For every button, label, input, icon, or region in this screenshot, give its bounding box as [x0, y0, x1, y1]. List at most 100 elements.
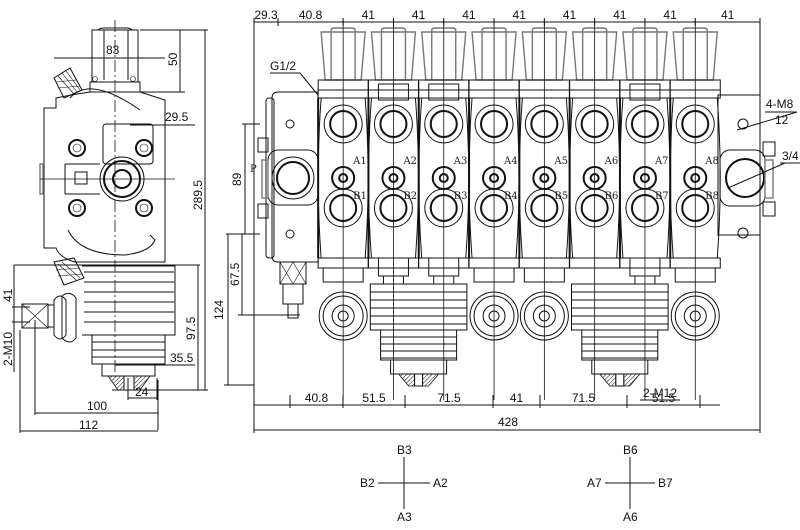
- joystick-bellows-2: [571, 283, 669, 387]
- knob-center: [689, 310, 701, 322]
- bellows-lower: [581, 329, 659, 361]
- mount-depth-label: 12: [775, 113, 789, 127]
- port-label-b: B6: [605, 191, 619, 202]
- knob-center: [337, 310, 349, 322]
- dim-97-5: 97.5: [184, 316, 198, 340]
- port-label-a: A3: [453, 156, 468, 167]
- port-label-a: A8: [704, 156, 719, 167]
- bottom-dim-4: 41: [510, 391, 524, 405]
- pilot-fitting-top: [428, 83, 460, 101]
- joystick-bellows-1: [369, 283, 468, 387]
- dim-35-5: 35.5: [170, 351, 194, 365]
- dim-83: 83: [106, 43, 120, 57]
- joystick-shaft: [414, 373, 424, 387]
- knob-inner: [532, 304, 556, 328]
- dim-289-5: 289.5: [191, 180, 205, 210]
- knob-ring: [674, 295, 716, 337]
- top-dim-8: 41: [613, 8, 627, 22]
- top-dim-10: 41: [721, 8, 735, 22]
- bellows-lower: [380, 329, 458, 361]
- top-dim-4: 41: [412, 8, 426, 22]
- pilot-fitting-top: [377, 83, 409, 101]
- bellows-upper: [369, 283, 468, 331]
- bottom-dim-2: 51.5: [362, 391, 386, 405]
- dim-41-left: 41: [1, 288, 15, 302]
- port-label-b: B5: [554, 191, 568, 202]
- top-dim-7: 41: [563, 8, 577, 22]
- top-dim-5: 41: [462, 8, 476, 22]
- joystick-nut-left: [397, 373, 415, 387]
- bellows-upper: [571, 283, 669, 331]
- knob-ring: [322, 295, 364, 337]
- joystick-base: [390, 359, 448, 375]
- dim-2-m10: 2-M10: [1, 332, 15, 366]
- section-cap-inner: [481, 27, 507, 80]
- side-fitting-top: [53, 67, 83, 99]
- symbol-left-bottom: A3: [397, 510, 412, 524]
- knob-outer: [469, 291, 519, 341]
- knob-mount: [322, 267, 364, 283]
- dim-100: 100: [87, 399, 107, 413]
- port-label-b: B7: [655, 191, 669, 202]
- knob-mount: [473, 267, 515, 283]
- port-label-b: B1: [353, 191, 367, 202]
- symbol-left-left: B2: [360, 476, 375, 490]
- top-dim-6: 41: [513, 8, 527, 22]
- symbol-left-right: A2: [433, 476, 448, 490]
- knob-center: [488, 310, 500, 322]
- port-label-a: A5: [553, 156, 568, 167]
- port-label-b: B8: [705, 191, 719, 202]
- bottom-dim-1: 40.8: [305, 391, 329, 405]
- bottom-thread-label: 2-M12: [643, 386, 677, 400]
- symbol-left-top: B3: [397, 443, 412, 457]
- symbol-right-right: B7: [658, 476, 673, 490]
- port-label-a: A2: [402, 156, 417, 167]
- symbol-right-bottom: A6: [623, 510, 638, 524]
- dim-67-5: 67.5: [228, 262, 242, 286]
- side-bellows: [82, 265, 176, 377]
- joystick-base: [591, 359, 649, 375]
- top-dim-1: 29.3: [254, 8, 278, 22]
- port-label-b: B3: [454, 191, 468, 202]
- symbol-right-top: B6: [623, 443, 638, 457]
- bottom-dim-6: 51.5: [652, 391, 676, 405]
- port-label-a: A6: [604, 156, 619, 167]
- outlet-thread-label: 3/4: [782, 149, 799, 163]
- joystick-nut-left: [598, 373, 617, 387]
- port-label-a: A4: [503, 156, 518, 167]
- joystick-nut-right: [623, 373, 641, 387]
- side-view: [21, 20, 176, 391]
- dim-428: 428: [498, 415, 518, 429]
- symbol-right-left: A7: [587, 476, 602, 490]
- dim-50: 50: [166, 52, 180, 66]
- knob-inner: [482, 304, 506, 328]
- knob-mount: [523, 267, 565, 283]
- section-cap-inner: [531, 27, 558, 80]
- section-cap-inner: [682, 27, 708, 80]
- side-fitting-bottom: [53, 257, 85, 286]
- joystick-symbol-right: B6 A7 B7 A6: [587, 443, 673, 524]
- joystick-shaft: [615, 373, 625, 387]
- port-label-b: B4: [504, 191, 518, 202]
- top-dim-9: 41: [663, 8, 677, 22]
- joystick-symbol-left: B3 B2 A2 A3: [360, 443, 448, 524]
- joystick-nut-right: [422, 373, 440, 387]
- knob-center: [538, 310, 550, 322]
- knob-outer: [670, 291, 720, 341]
- mount-thread-label: 4-M8: [766, 97, 794, 111]
- dim-112: 112: [79, 418, 98, 432]
- section-cap-inner: [380, 27, 407, 80]
- pilot-fitting-top: [629, 83, 661, 101]
- port-label-a: A7: [654, 156, 669, 167]
- bottom-dim-5: 71.5: [572, 391, 596, 405]
- section-cap-inner: [330, 27, 356, 80]
- knob-inner: [331, 304, 355, 328]
